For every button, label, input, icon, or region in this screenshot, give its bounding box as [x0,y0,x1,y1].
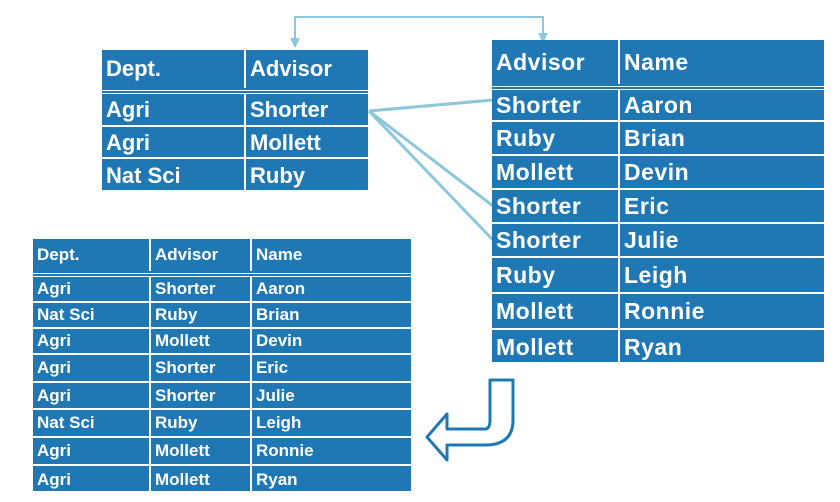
result-table-header: Dept. Advisor Name [33,239,411,271]
table-row: Agri Shorter [102,90,368,126]
table-row: Mollett Ryan [492,328,824,364]
header-cell: Advisor [496,48,586,75]
table-cell: Ryan [250,466,411,493]
arrowhead-right [538,33,548,43]
table-cell: Eric [618,190,824,222]
table-row: Agri Shorter Aaron [33,273,411,301]
table-cell: Agri [37,441,71,460]
table-cell: Shorter [496,226,582,253]
table-cell: Mollett [149,329,250,353]
table-cell: Ruby [496,261,556,288]
table-cell: Agri [106,97,150,122]
link-line-eric [368,109,494,208]
link-line-julie [367,109,495,242]
table-cell: Ruby [496,124,556,151]
table-cell: Shorter [149,277,250,301]
table-row: Shorter Aaron [492,86,824,121]
table-cell: Ruby [149,303,250,327]
table-row: Agri Mollett [102,125,368,158]
result-curved-arrow [425,378,515,462]
table-cell: Shorter [496,192,582,219]
table-cell: Aaron [250,277,411,301]
table-cell: Leigh [250,410,411,436]
header-cell: Name [618,40,824,84]
table-cell: Julie [250,383,411,408]
table-cell: Agri [106,129,150,155]
advisor-table-header: Dept. Advisor [102,50,368,88]
table-cell: Nat Sci [37,305,95,324]
header-cell: Advisor [149,239,250,271]
table-cell: Brian [250,303,411,327]
table-row: Ruby Leigh [492,256,824,292]
table-cell: Agri [37,358,71,377]
table-cell: Ronnie [250,438,411,464]
table-cell: Eric [250,355,411,381]
table-row: Agri Mollett Ronnie [33,436,411,464]
table-row: Nat Sci Ruby Brian [33,301,411,327]
table-cell: Mollett [496,333,574,360]
table-cell: Agri [37,385,71,405]
table-cell: Devin [618,156,824,188]
table-cell: Ruby [244,159,368,192]
table-cell: Mollett [149,438,250,464]
table-row: Agri Mollett Ryan [33,464,411,493]
table-cell: Ronnie [618,294,824,328]
table-row: Agri Shorter Eric [33,353,411,381]
join-bracket-arrow [294,16,544,44]
table-row: Mollett Devin [492,154,824,188]
table-row: Agri Mollett Devin [33,327,411,353]
table-cell: Shorter [244,94,368,126]
header-cell: Name [250,239,411,271]
link-line-aaron [368,98,494,113]
table-cell: Shorter [496,92,582,118]
table-row: Mollett Ronnie [492,292,824,328]
table-cell: Agri [37,279,71,298]
header-cell: Dept. [37,245,80,264]
table-cell: Agri [37,331,71,350]
student-table: Advisor Name Shorter Aaron Ruby Brian Mo… [492,40,824,364]
table-cell: Mollett [244,127,368,158]
table-cell: Mollett [496,297,574,324]
arrowhead-left [290,38,300,48]
advisor-table: Dept. Advisor Agri Shorter Agri Mollett … [102,50,368,192]
table-cell: Leigh [618,258,824,292]
table-cell: Shorter [149,383,250,408]
result-table: Dept. Advisor Name Agri Shorter Aaron Na… [33,239,411,493]
table-cell: Brian [618,122,824,154]
table-cell: Ruby [149,410,250,436]
table-cell: Nat Sci [106,162,181,188]
table-row: Nat Sci Ruby Leigh [33,408,411,436]
table-row: Ruby Brian [492,120,824,154]
table-cell: Aaron [618,90,824,121]
table-cell: Julie [618,224,824,256]
table-cell: Nat Sci [37,413,95,432]
table-row: Agri Shorter Julie [33,381,411,408]
table-row: Shorter Eric [492,188,824,222]
table-cell: Devin [250,329,411,353]
table-cell: Shorter [149,355,250,381]
table-cell: Mollett [496,158,574,185]
table-cell: Mollett [149,466,250,493]
table-row: Shorter Julie [492,222,824,256]
header-cell: Dept. [106,56,161,81]
table-row: Nat Sci Ruby [102,157,368,192]
table-cell: Ryan [618,330,824,364]
student-table-header: Advisor Name [492,40,824,84]
table-cell: Agri [37,469,71,489]
header-cell: Advisor [244,50,368,88]
